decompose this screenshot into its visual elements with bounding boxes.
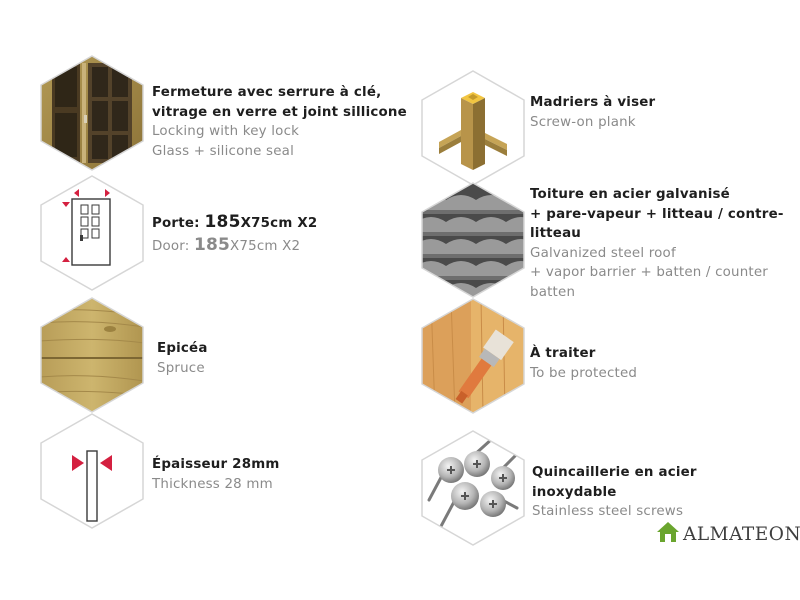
feature-title-line: Quincaillerie en acier — [532, 465, 697, 480]
door-dimensions-icon — [40, 175, 144, 291]
feature-title-line: vitrage en verre et joint sillicone — [152, 104, 407, 120]
screw-on-plank-icon — [421, 70, 525, 186]
feature-title-line: inoxydable — [532, 484, 617, 500]
feature-title-line: Epicéa — [157, 341, 208, 356]
brand-logo: ALMATEON — [656, 522, 800, 546]
feature-title-line: + pare-vapeur + litteau / contre- — [530, 206, 784, 222]
house-logo-icon — [656, 521, 680, 547]
stainless-screws-icon — [421, 430, 525, 546]
brand-name: ALMATEON — [683, 523, 800, 545]
window-door-photo-icon — [40, 55, 144, 171]
feature-subtitle-line: Thickness 28 mm — [152, 476, 273, 492]
paint-brush-icon — [421, 298, 525, 414]
thickness-arrows-icon — [40, 413, 144, 529]
feature-title-line: Madriers à viser — [530, 95, 656, 110]
feature-subtitle-line: Screw-on plank — [530, 114, 636, 130]
feature-subtitle-line: Glass + silicone seal — [152, 143, 295, 159]
feature-subtitle-line: + vapor barrier + batten / counter — [530, 265, 769, 280]
door-subtitle: Door: 185X75cm X2 — [152, 234, 301, 255]
feature-subtitle-line: Stainless steel screws — [532, 504, 684, 519]
feature-title-line: Épaisseur 28mm — [152, 457, 280, 472]
feature-subtitle-line: Galvanized steel roof — [530, 245, 676, 261]
feature-title-line: Fermeture avec serrure à clé, — [152, 85, 382, 100]
feature-subtitle-line: To be protected — [530, 365, 638, 381]
door-title: Porte: 185X75cm X2 — [152, 212, 318, 232]
feature-title-line: litteau — [530, 226, 582, 241]
feature-subtitle-line: batten — [530, 284, 576, 300]
feature-subtitle-line: Spruce — [157, 360, 205, 376]
feature-subtitle-line: Locking with key lock — [152, 124, 300, 139]
feature-title-line: Toiture en acier galvanisé — [530, 187, 730, 202]
steel-roof-tiles-icon — [421, 182, 525, 298]
feature-title-line: À traiter — [530, 346, 596, 361]
spruce-wood-texture-icon — [40, 297, 144, 413]
